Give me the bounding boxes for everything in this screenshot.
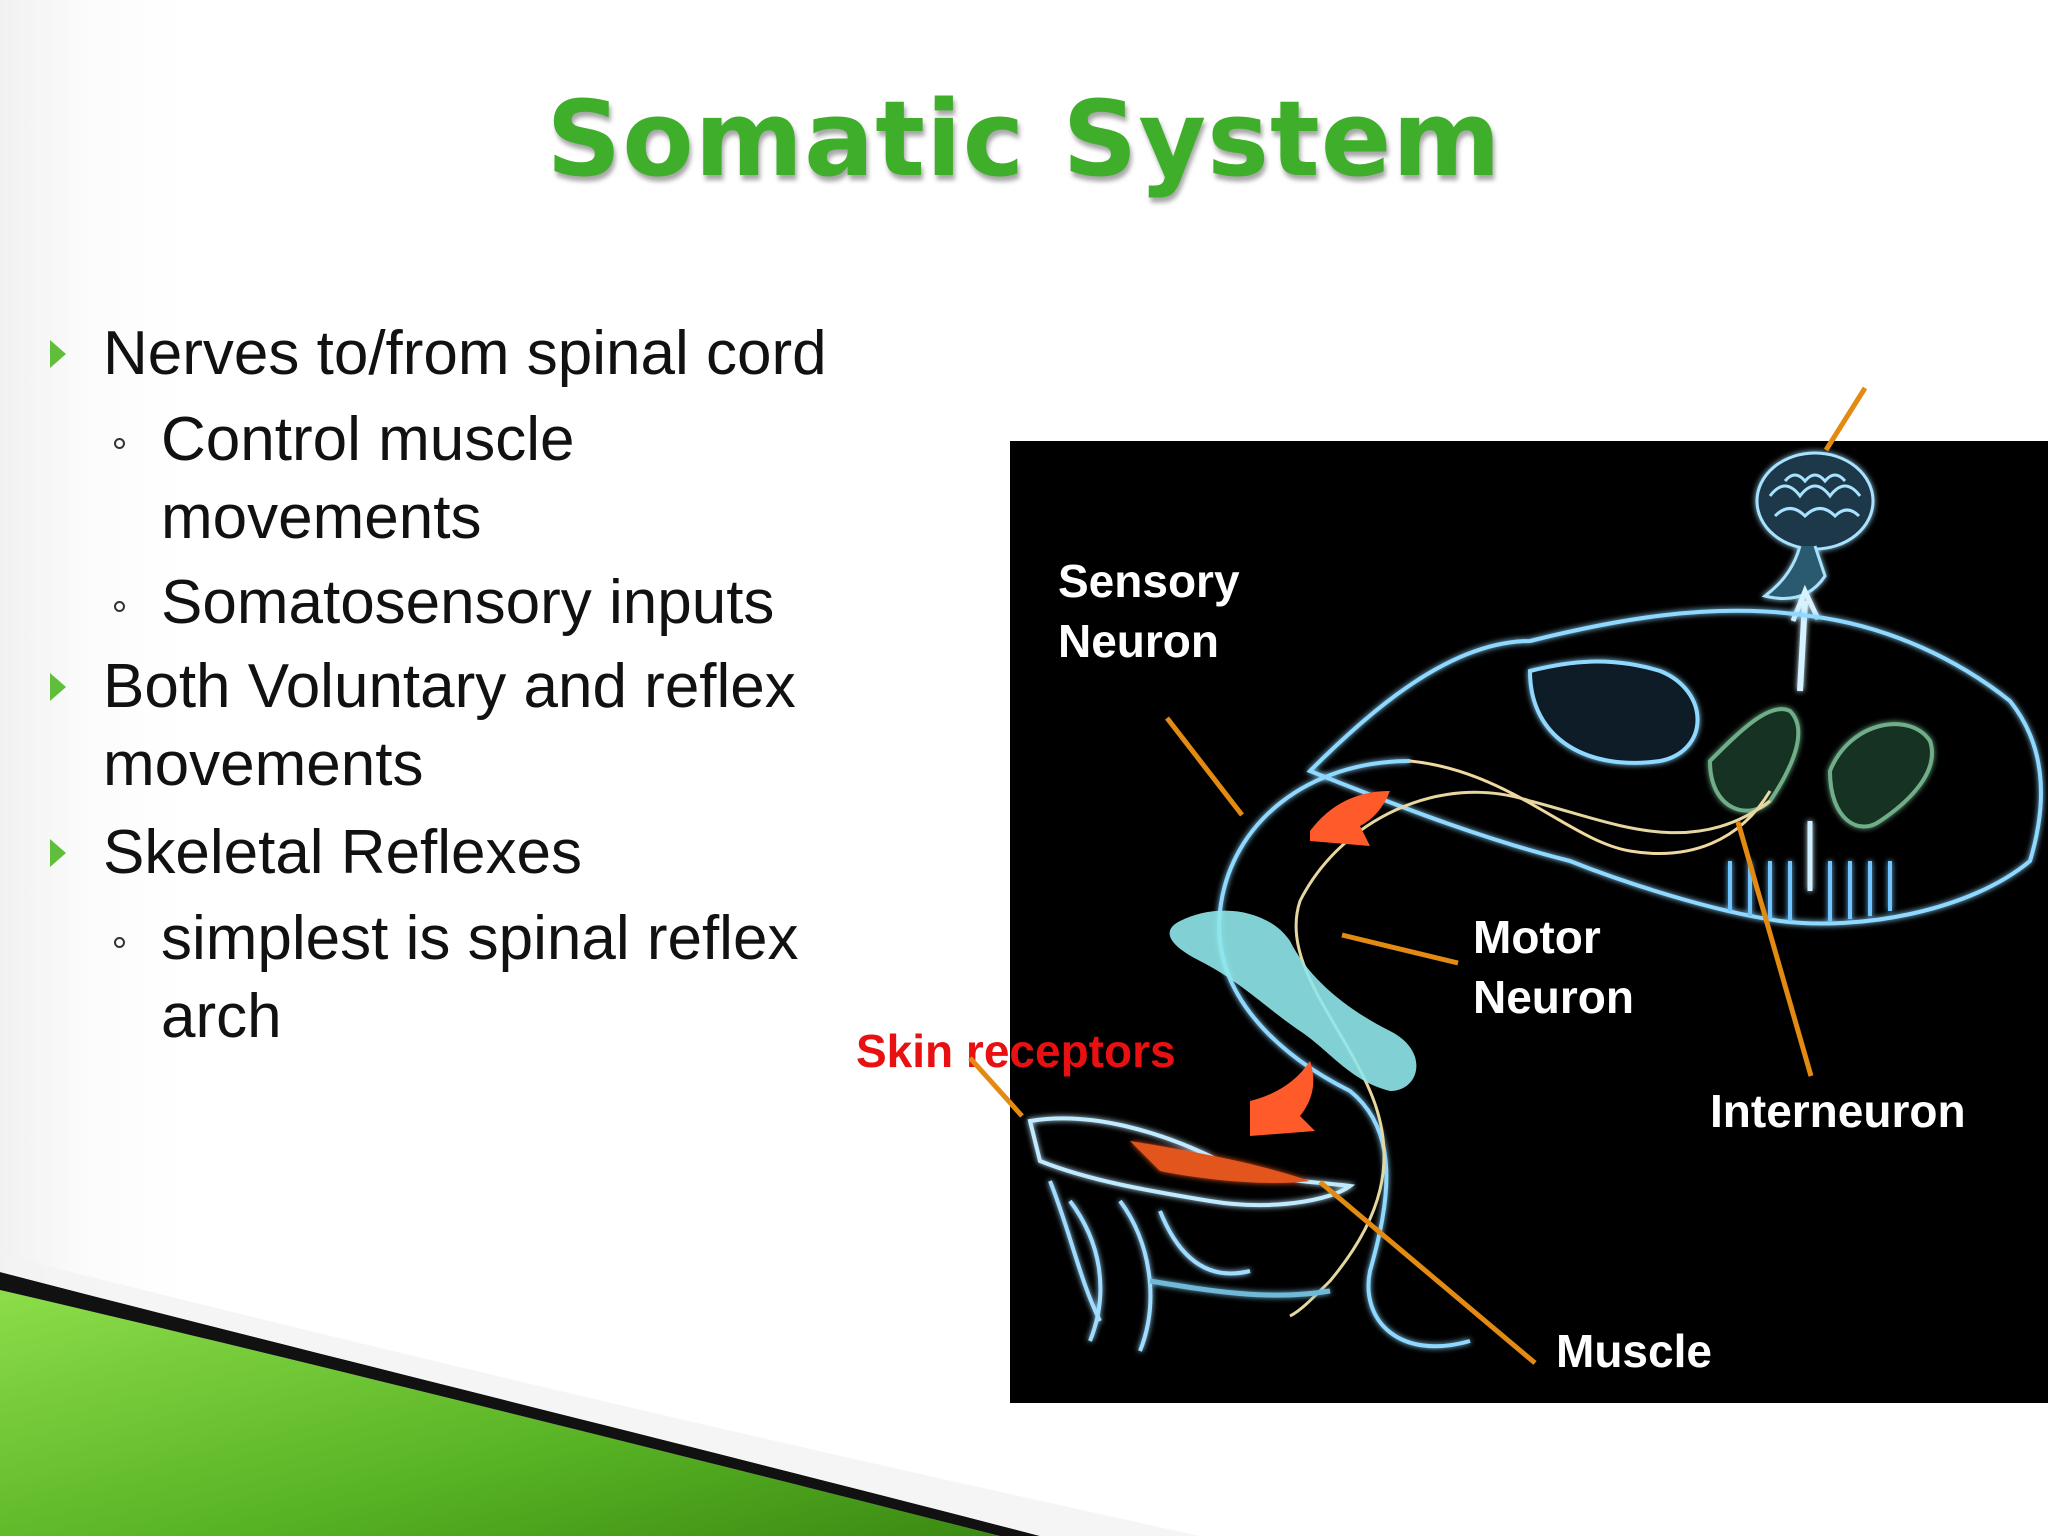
label-sensory-neuron-line1: Sensory [1058, 555, 1240, 607]
sub-bullet-ring-icon [114, 601, 125, 612]
bullet-triangle-icon [50, 340, 66, 368]
bullet-1: Nerves to/from spinal cord [103, 319, 827, 388]
label-motor-neuron-line1: Motor [1473, 911, 1601, 963]
sub-bullet-1-2: Somatosensory inputs [161, 568, 775, 637]
label-sensory-neuron: Sensory Neuron [1058, 551, 1240, 671]
sub-bullet-ring-icon [114, 438, 125, 449]
reflex-arc-diagram: Sensory Neuron Motor Neuron Interneuron … [1010, 441, 2048, 1403]
label-skin-receptors: Skin receptors [856, 1025, 1176, 1077]
skin-and-muscle-illustration [1027, 1116, 1356, 1352]
label-motor-neuron-line2: Neuron [1473, 971, 1634, 1023]
reflex-arc-illustration [1027, 451, 2044, 1352]
callout-interneuron [1735, 821, 1814, 1077]
callout-muscle [1318, 1180, 1537, 1365]
spinal-cord-cross-section [1306, 608, 2044, 926]
arrow-icon [1310, 791, 1390, 846]
bottom-swoosh-decoration [0, 1254, 1200, 1536]
sub-bullet-1-1: Control muscle movements [161, 405, 575, 552]
sensory-neuron-path [1217, 759, 1471, 1349]
arrow-icon [1250, 1061, 1315, 1136]
callout-skin-receptors [968, 1056, 1024, 1118]
callout-motor-neuron [1341, 932, 1459, 966]
bullet-triangle-icon [50, 673, 66, 701]
label-interneuron: Interneuron [1710, 1085, 1966, 1137]
sub-bullet-3-1: simplest is spinal reflex arch [161, 904, 799, 1051]
motor-neuron-path [1289, 790, 1771, 1318]
bullet-triangle-icon [50, 839, 66, 867]
slide-title: Somatic System [546, 78, 1502, 200]
bullet-list: Nerves to/from spinal cord Control muscl… [0, 0, 960, 1100]
bullet-2: Both Voluntary and reflex movements [103, 652, 796, 799]
sub-bullet-ring-icon [114, 937, 125, 948]
callout-brain [1823, 386, 1868, 452]
sensory-to-interneuron-path [1409, 759, 1772, 855]
callout-sensory-neuron [1165, 716, 1244, 817]
sensory-ganglion-shape [1169, 910, 1417, 1091]
bullet-3: Skeletal Reflexes [103, 818, 583, 887]
brain-icon [1755, 451, 1875, 692]
label-muscle: Muscle [1556, 1325, 1712, 1377]
label-sensory-neuron-line2: Neuron [1058, 615, 1219, 667]
label-motor-neuron: Motor Neuron [1473, 907, 1634, 1027]
